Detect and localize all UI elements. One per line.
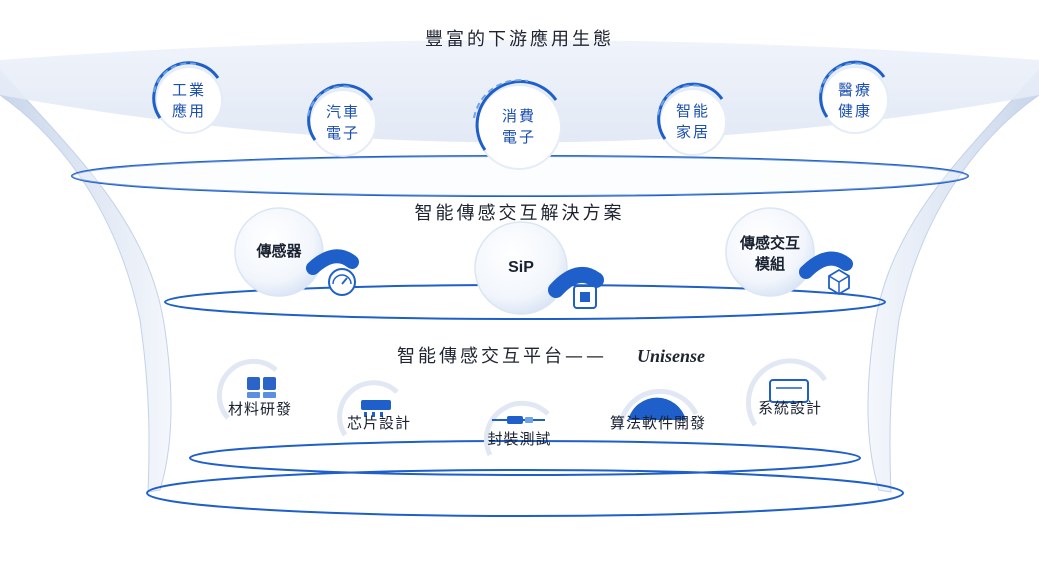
tier-top-title: 豐富的下游應用生態 [425,29,614,50]
base-rim [146,469,904,517]
app-circle-3 [473,79,562,170]
funnel-right-wall [867,69,1039,493]
solution-ball-module [725,207,853,297]
platform-label-materials: 材料研發 [227,400,292,418]
chip-design-icon [337,380,399,437]
material-blocks-icon [216,358,278,420]
tier-bottom-title: 智能傳感交互平台—— Unisense [397,342,705,368]
app-label-industrial: 工業 應用 [171,81,206,120]
solution-ball-sensor [234,207,359,297]
funnel-left-wall [0,69,172,493]
gauge-icon [328,268,356,296]
app-label-consumer: 消費 電子 [501,107,536,146]
probe-icon [483,400,550,457]
solution-label-sensor: 傳感器 [256,242,302,260]
app-circle-1 [152,61,223,134]
platform-title-text: 智能傳感交互平台—— [397,346,607,367]
solution-label-module: 傳感交互 模組 [739,234,800,273]
app-label-medical: 醫療 健康 [837,81,872,120]
solution-ball-sip [474,221,604,315]
platform-label-algorithm: 算法軟件開發 [609,414,706,432]
platform-label-packaging: 封裝測試 [487,430,552,448]
app-label-smarthome: 智能 家居 [675,102,710,141]
dial-icon [617,388,699,431]
app-circle-2 [307,83,377,157]
tier-middle-title: 智能傳感交互解決方案 [414,203,625,224]
tier-bottom-rim [189,440,861,476]
app-label-automotive: 汽車 電子 [325,103,360,142]
app-circle-4 [657,82,727,156]
platform-brand: Unisense [637,346,706,366]
cube-icon [828,268,850,296]
platform-label-chip-design: 芯片設計 [346,414,411,432]
monitor-icon [745,358,828,427]
solution-label-sip: SiP [508,259,534,276]
platform-label-system: 系統設計 [757,399,822,417]
app-circle-5 [819,60,889,134]
